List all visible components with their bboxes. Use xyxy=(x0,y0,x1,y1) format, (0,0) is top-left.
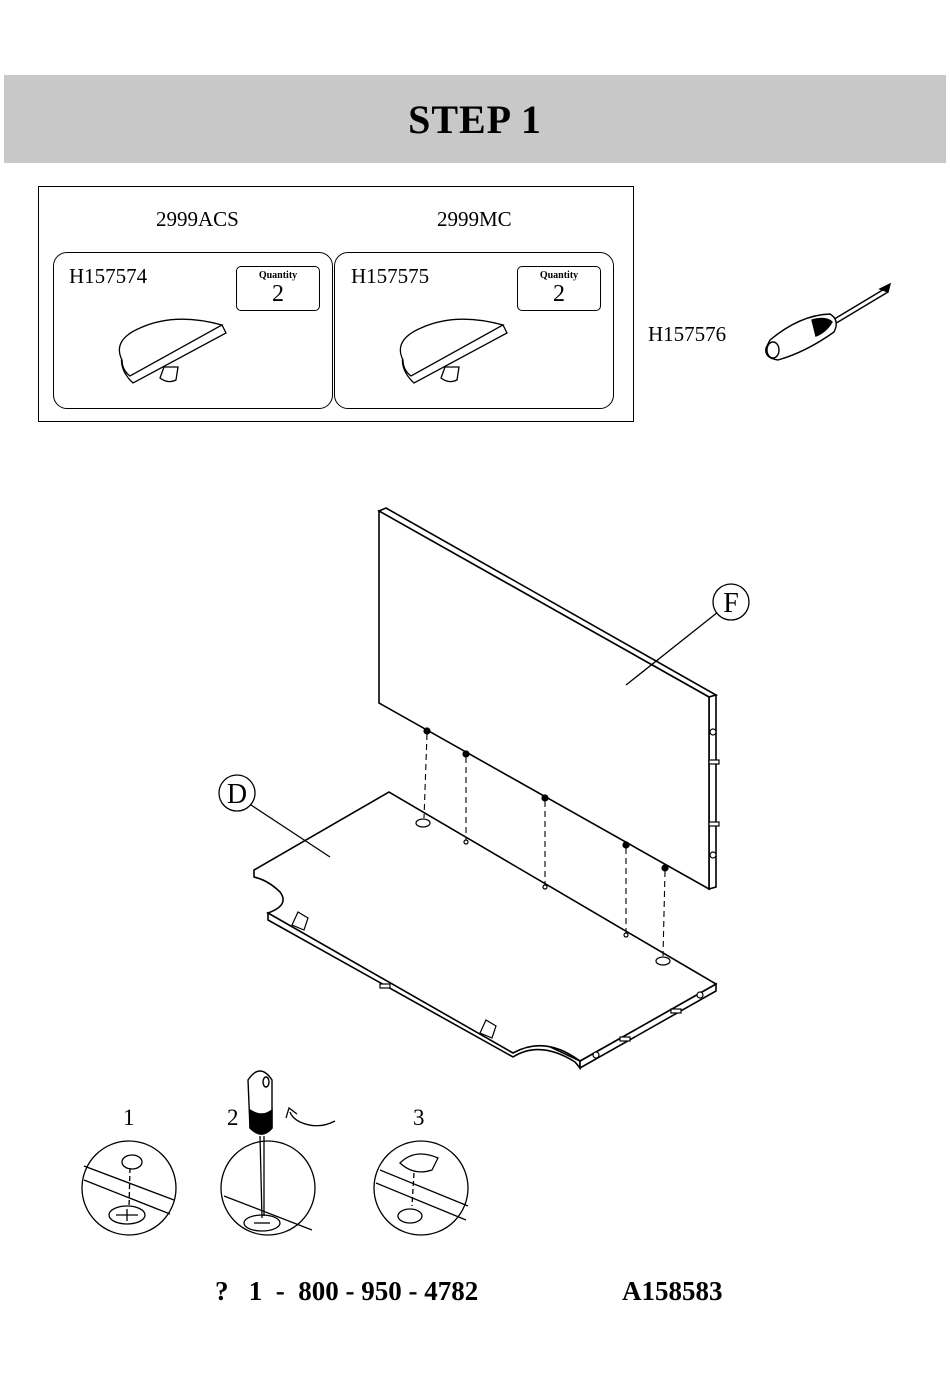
screwdriver-icon xyxy=(248,1071,272,1134)
part-number: A158583 xyxy=(622,1276,723,1307)
rotate-arrow-icon xyxy=(286,1108,335,1126)
detail-2 xyxy=(221,1136,315,1235)
support-phone: ? 1 - 800 - 950 - 4782 xyxy=(215,1276,478,1307)
detail-1 xyxy=(82,1141,176,1235)
detail-3 xyxy=(374,1141,468,1235)
